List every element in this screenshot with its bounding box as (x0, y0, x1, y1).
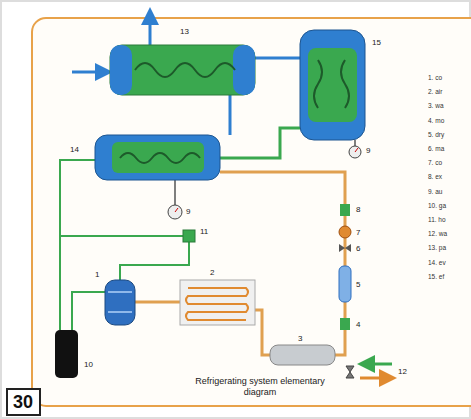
part-10 (55, 330, 78, 378)
key-item: 2. air (428, 88, 442, 96)
callout-number: 6 (356, 244, 360, 253)
pipes (174, 180, 176, 205)
part-1 (105, 280, 135, 325)
part-3 (270, 345, 335, 365)
callout-number: 9 (186, 207, 190, 216)
pipes (220, 128, 300, 158)
part-14 (120, 153, 200, 163)
part-15 (308, 48, 357, 122)
callout-number: 12 (398, 367, 407, 376)
part-12 (346, 366, 354, 378)
callout-number: 11 (200, 227, 208, 236)
callout-number: 4 (356, 320, 360, 329)
part-15 (314, 60, 349, 108)
pipes (72, 292, 105, 330)
key-item: 1. co (428, 74, 442, 82)
part-11 (183, 230, 195, 242)
key-item: 3. wa (428, 102, 444, 110)
part-14 (112, 142, 204, 173)
part-14 (95, 135, 220, 180)
frame (32, 18, 471, 406)
callout-number: 8 (356, 205, 360, 214)
line-parts (340, 318, 350, 330)
key-item: 5. dry (428, 131, 444, 139)
pipes (220, 172, 345, 355)
pipes (255, 57, 300, 60)
part-1 (105, 280, 135, 325)
key-item: 12. wa (428, 230, 447, 238)
part-14 (95, 135, 220, 180)
figure-number: 30 (13, 392, 39, 412)
caption: Refrigerating system elementary diagram (190, 376, 330, 398)
part-13 (110, 45, 255, 95)
pipes (354, 140, 356, 146)
flow-arrows (149, 16, 152, 45)
key-item: 6. ma (428, 145, 444, 153)
pipes (229, 95, 232, 135)
part-13 (135, 63, 235, 77)
part-12 (346, 366, 354, 378)
part-2 (186, 288, 248, 320)
key-item: 8. ex (428, 173, 442, 181)
callout-number: 2 (210, 268, 214, 277)
key-item: 4. mo (428, 117, 444, 125)
pipes (255, 310, 270, 355)
line-parts (340, 204, 350, 216)
figure-number-box: 30 (6, 388, 41, 416)
part-15 (300, 30, 365, 140)
pipes (135, 301, 180, 304)
gauges (355, 148, 358, 152)
gauges (349, 146, 361, 158)
callout-number: 7 (356, 228, 360, 237)
gauges (175, 208, 178, 212)
key-item: 10. ga (428, 202, 446, 210)
key-item: 7. co (428, 159, 442, 167)
part-2 (180, 280, 255, 325)
key-item: 13. pa (428, 244, 446, 252)
key-item: 11. ho (428, 216, 446, 224)
flow-arrows (366, 363, 392, 366)
callout-number: 5 (356, 280, 360, 289)
pipes (120, 242, 189, 280)
callout-number: 15 (372, 38, 381, 47)
callout-number: 1 (95, 270, 99, 279)
part-2 (180, 280, 255, 325)
gauges (168, 146, 361, 219)
line-parts (339, 266, 351, 302)
line-parts (339, 226, 351, 238)
key-item: 15. ef (428, 273, 444, 281)
pipes (60, 160, 95, 330)
line-parts (339, 244, 351, 252)
key-item: 14. ev (428, 259, 446, 267)
part-13 (233, 45, 255, 95)
callout-number: 14 (70, 145, 79, 154)
pipes (60, 235, 183, 237)
part-13 (110, 45, 132, 95)
callout-number: 10 (84, 360, 93, 369)
part-3 (270, 345, 335, 365)
callout-number: 13 (180, 27, 189, 36)
flow-arrows (72, 71, 104, 74)
callout-number: 9 (366, 146, 370, 155)
flow-arrows (360, 377, 388, 380)
callout-number: 3 (298, 334, 302, 343)
part-15 (300, 30, 365, 140)
line-parts (339, 204, 351, 330)
gauges (168, 205, 182, 219)
flow-arrows (72, 16, 392, 378)
part-13 (110, 45, 255, 95)
part-1 (108, 292, 132, 312)
key-item: 9. au (428, 188, 442, 196)
